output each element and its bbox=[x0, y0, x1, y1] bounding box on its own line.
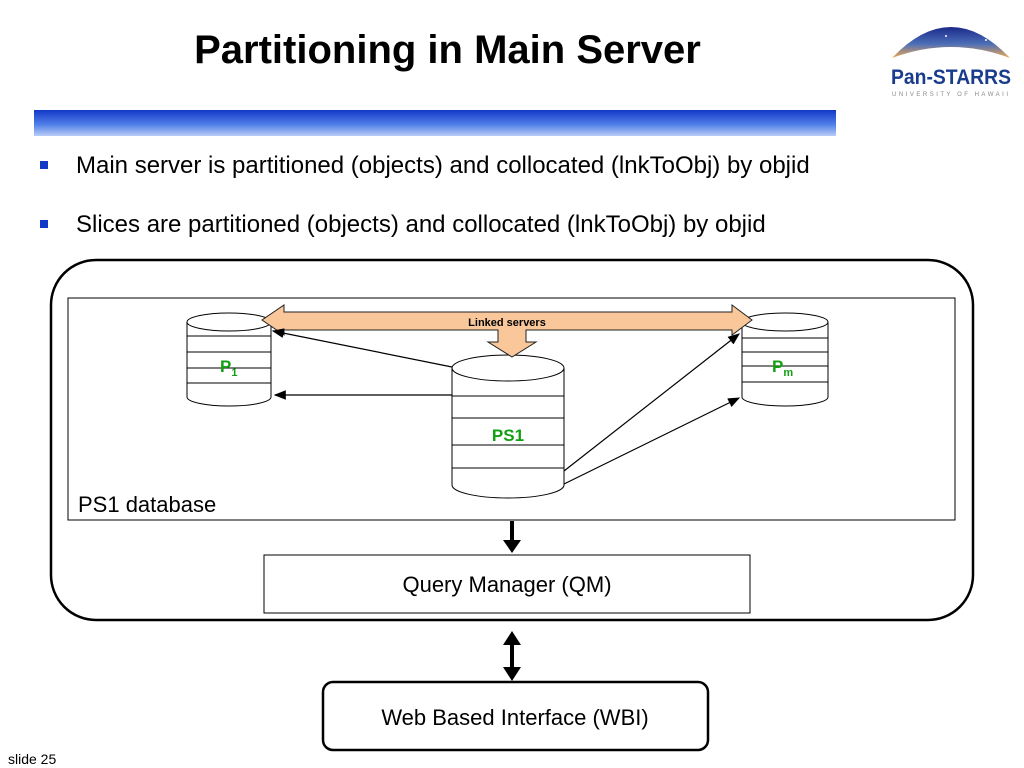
slide-title: Partitioning in Main Server bbox=[194, 28, 701, 72]
pan-starrs-logo: Pan-STARRS UNIVERSITY OF HAWAII bbox=[891, 17, 1011, 98]
square-bullet-icon bbox=[40, 220, 48, 228]
square-bullet-icon bbox=[40, 161, 48, 169]
linked-servers-label: Linked servers bbox=[468, 317, 546, 329]
pm-label: Pm bbox=[772, 357, 793, 379]
bullet-text: Main server is partitioned (objects) and… bbox=[76, 152, 810, 179]
svg-text:Pan-STARRS: Pan-STARRS bbox=[891, 66, 1011, 89]
wbi-label: Web Based Interface (WBI) bbox=[381, 705, 648, 730]
ps1-label: PS1 bbox=[492, 426, 524, 445]
query-manager-box bbox=[263, 554, 751, 614]
wbi-box bbox=[321, 680, 710, 752]
ps1-to-pm-arrow bbox=[563, 333, 740, 472]
ps1-to-p1-arrow bbox=[271, 328, 453, 368]
query-manager-label: Query Manager (QM) bbox=[402, 572, 611, 597]
main-server-container bbox=[49, 258, 975, 622]
ps1-database-label: PS1 database bbox=[78, 492, 216, 517]
ps1-to-pm-arrow bbox=[563, 397, 741, 485]
title-underline-bar bbox=[34, 110, 836, 136]
slide-number: slide 25 bbox=[8, 751, 57, 767]
svg-text:UNIVERSITY OF HAWAII: UNIVERSITY OF HAWAII bbox=[892, 92, 1010, 98]
bullet-text: Slices are partitioned (objects) and col… bbox=[76, 211, 766, 238]
p1-label: P1 bbox=[220, 357, 237, 379]
linked-servers-arrow bbox=[261, 304, 753, 358]
pm-partition-cylinder bbox=[741, 312, 829, 407]
ps1-cylinder bbox=[451, 354, 565, 499]
ps1-database-box bbox=[67, 297, 956, 521]
